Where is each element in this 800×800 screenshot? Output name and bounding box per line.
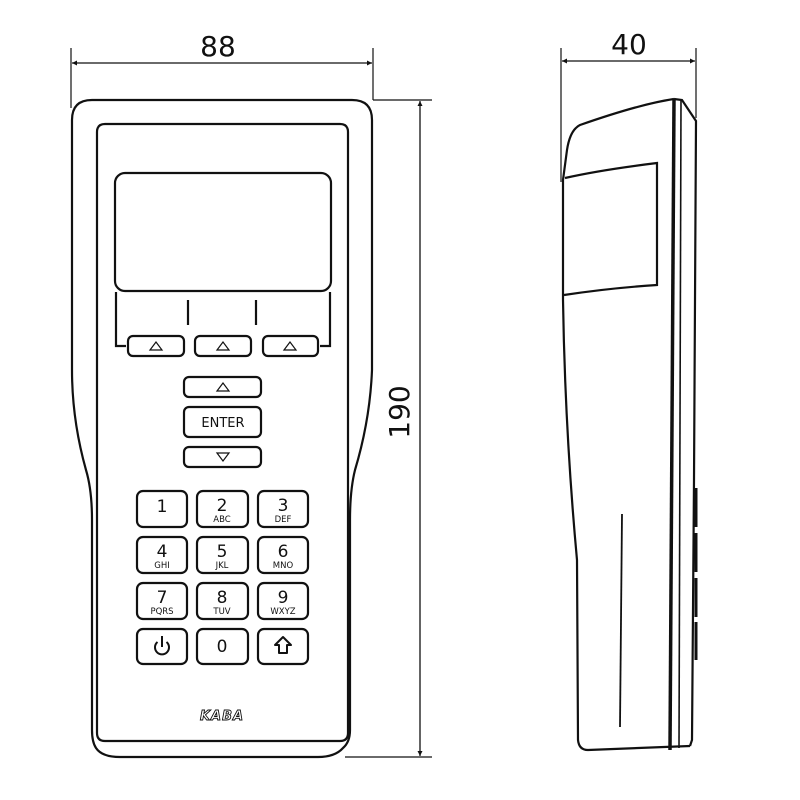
- key-number: 3: [278, 496, 289, 516]
- key-letters: MNO: [273, 561, 294, 571]
- height-label: 190: [383, 385, 416, 438]
- key-6[interactable]: 6 MNO: [256, 535, 310, 575]
- front-edge-inner: [678, 99, 682, 749]
- key-3[interactable]: 3 DEF: [256, 489, 310, 529]
- triangle-up-icon: [215, 382, 231, 392]
- key-letters: WXYZ: [270, 607, 295, 617]
- width-dimension: 88: [70, 30, 374, 108]
- key-1[interactable]: 1: [135, 489, 189, 529]
- key-number: 5: [217, 542, 228, 562]
- home-key[interactable]: [256, 627, 310, 666]
- nav-up-button[interactable]: [182, 375, 263, 399]
- key-4[interactable]: 4 GHI: [135, 535, 189, 575]
- softkey-3[interactable]: [261, 334, 320, 358]
- front-edge: [668, 98, 676, 751]
- brand-logo: KABA: [200, 709, 244, 724]
- side-profile-outline: [561, 97, 691, 752]
- key-5[interactable]: 5 JKL: [195, 535, 250, 575]
- power-icon: [154, 636, 170, 656]
- softkey-1[interactable]: [126, 334, 186, 358]
- key-8[interactable]: 8 TUV: [195, 581, 250, 621]
- key-letters: DEF: [275, 515, 292, 525]
- front-view: 88 190: [70, 30, 432, 759]
- key-letters: ABC: [213, 515, 230, 525]
- key-letters: GHI: [154, 561, 170, 571]
- nav-down-button[interactable]: [182, 445, 263, 469]
- softkey-bracket: [114, 292, 332, 348]
- width-label: 88: [200, 30, 236, 63]
- key-number: 1: [157, 497, 168, 517]
- key-letters: PQRS: [150, 607, 173, 617]
- triangle-up-icon: [282, 341, 298, 351]
- key-number: 6: [278, 542, 289, 562]
- triangle-up-icon: [215, 341, 231, 351]
- key-number: 7: [157, 588, 168, 608]
- height-dimension: 190: [345, 99, 432, 758]
- front-panel-bezel: [95, 122, 350, 743]
- side-back-edge: [673, 97, 698, 747]
- enter-label: ENTER: [201, 416, 244, 431]
- housing-outline: [70, 98, 374, 759]
- key-9[interactable]: 9 WXYZ: [256, 581, 310, 621]
- side-display-panel: [563, 161, 659, 297]
- key-2[interactable]: 2 ABC: [195, 489, 250, 529]
- key-number: 9: [278, 588, 289, 608]
- depth-label: 40: [611, 28, 647, 61]
- depth-dimension: 40: [560, 28, 697, 182]
- triangle-up-icon: [148, 341, 164, 351]
- grip-groove: [619, 513, 623, 728]
- key-number: 2: [217, 496, 228, 516]
- key-number: 8: [217, 588, 228, 608]
- softkey-2[interactable]: [193, 334, 253, 358]
- key-number: 4: [157, 542, 168, 562]
- key-7[interactable]: 7 PQRS: [135, 581, 189, 621]
- key-number: 0: [217, 637, 228, 657]
- key-0[interactable]: 0: [195, 627, 250, 666]
- key-letters: TUV: [212, 607, 230, 617]
- triangle-down-icon: [215, 452, 231, 462]
- side-view: 40: [560, 28, 698, 752]
- home-icon: [274, 636, 292, 654]
- key-letters: JKL: [215, 561, 229, 571]
- enter-button[interactable]: ENTER: [182, 405, 263, 439]
- display-screen: [113, 171, 333, 293]
- power-key[interactable]: [135, 627, 189, 666]
